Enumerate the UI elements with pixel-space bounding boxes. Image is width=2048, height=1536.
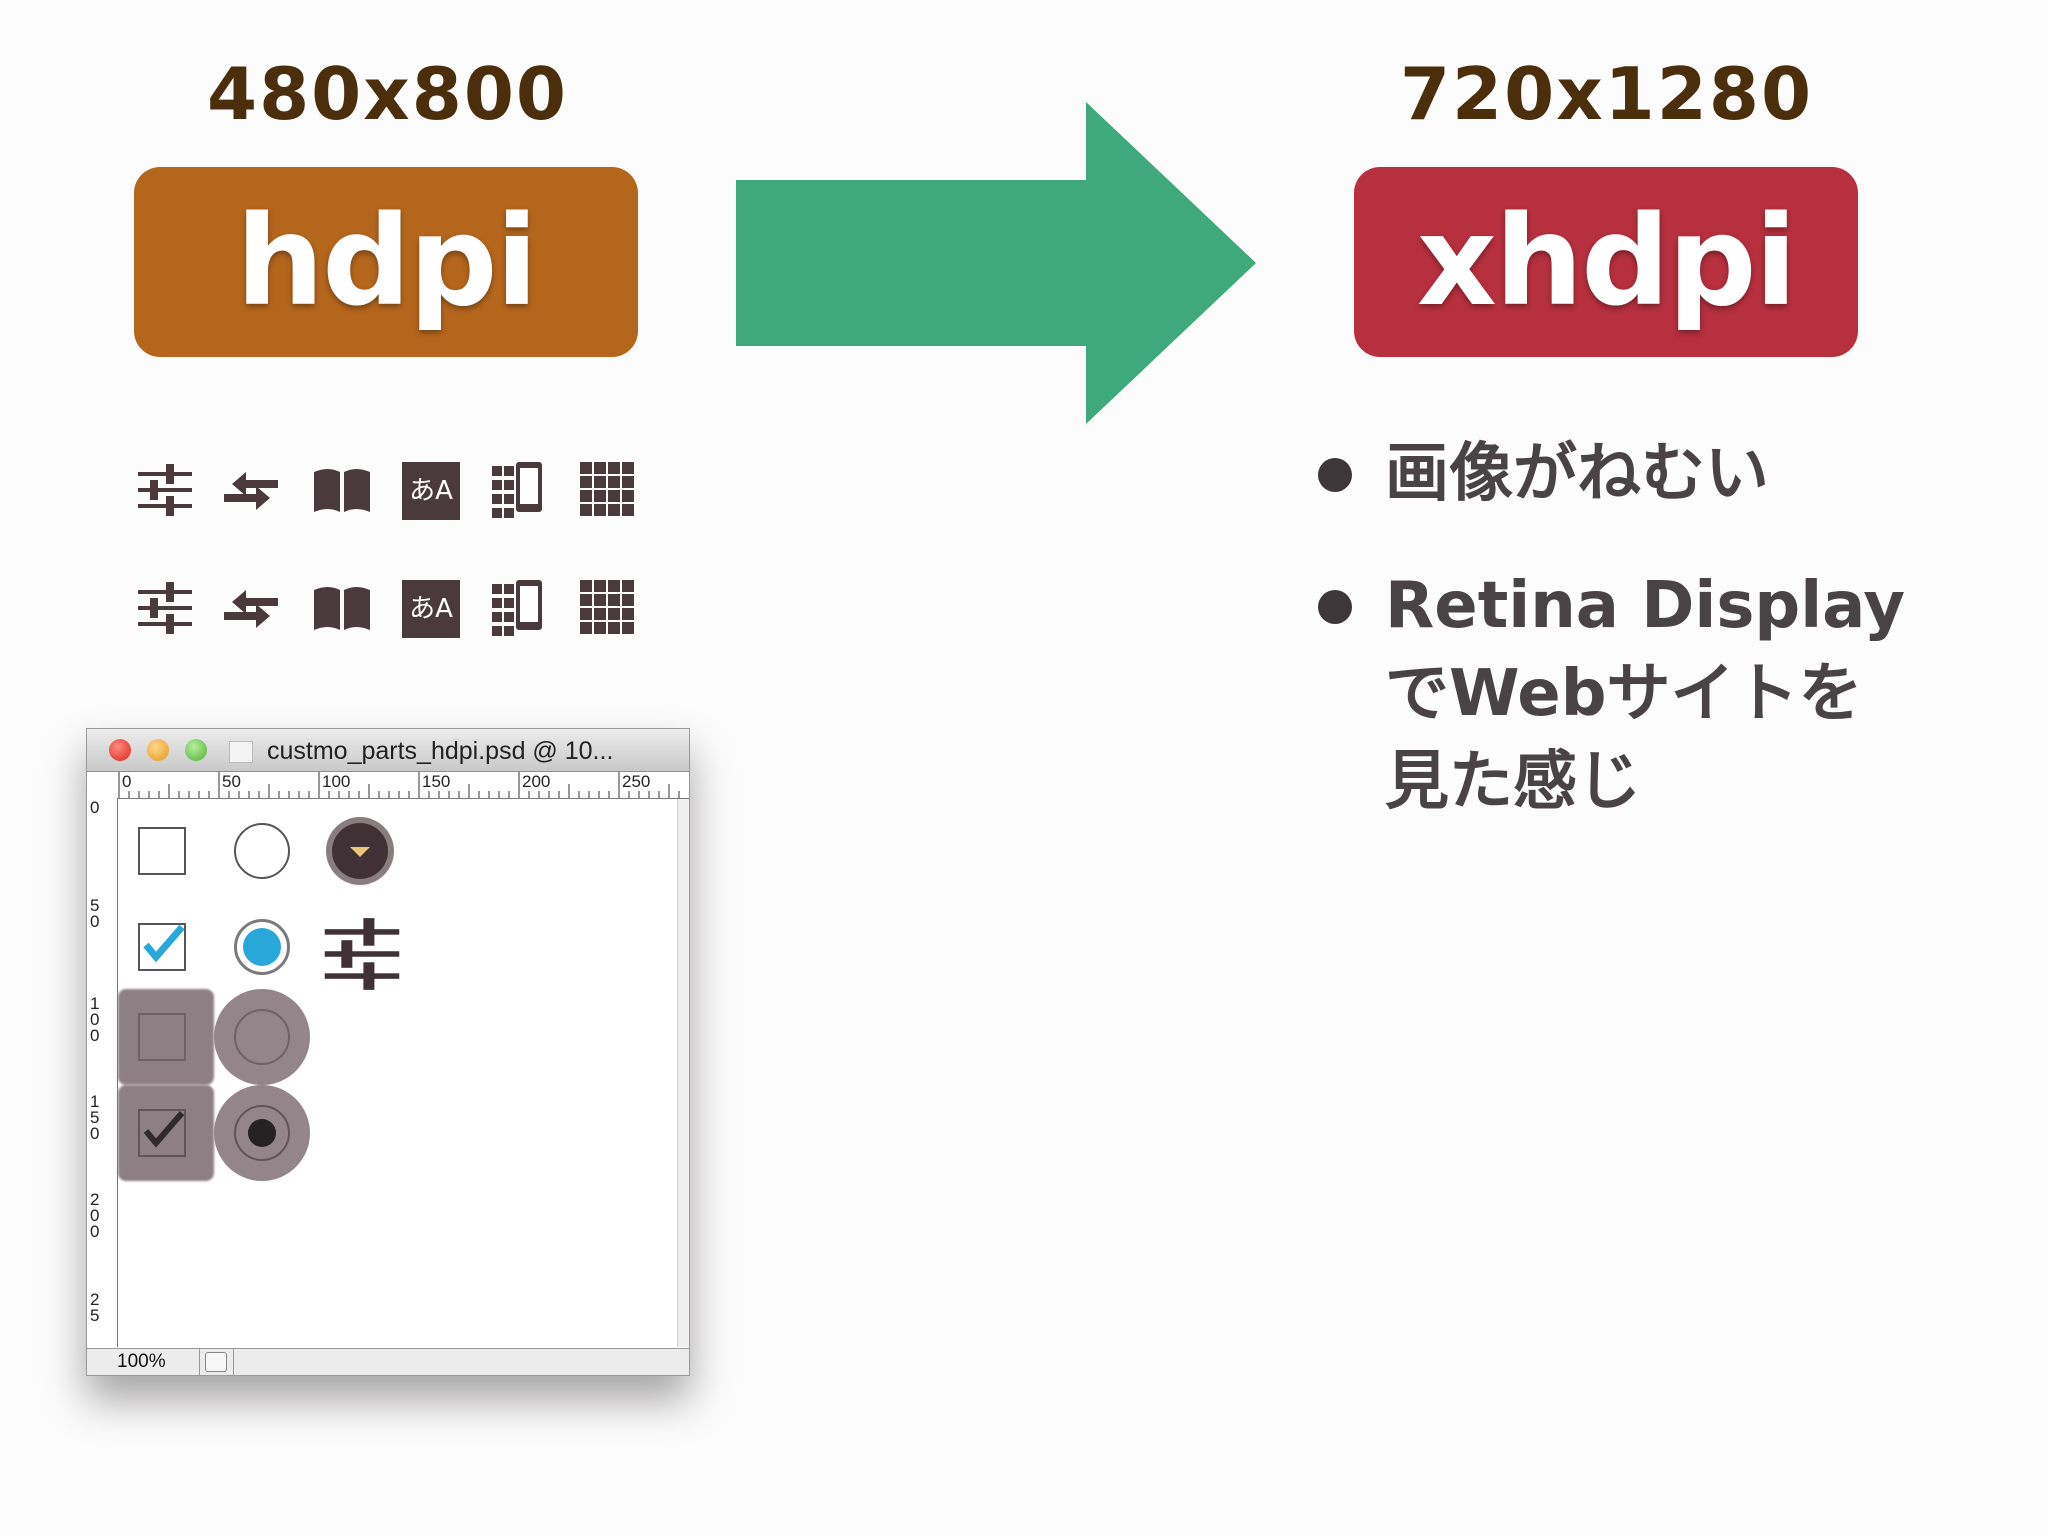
- horizontal-ruler[interactable]: 0 50 100 150 200 250: [117, 772, 689, 799]
- radio-pressed: [234, 1009, 290, 1065]
- ruler-label: 250: [622, 772, 651, 791]
- grid-icon: [580, 580, 634, 634]
- xhdpi-badge: xhdpi: [1354, 167, 1858, 357]
- bullet-text: 画像がねむい: [1385, 437, 1769, 511]
- ruler-label: 100: [322, 772, 351, 791]
- sliders-icon: [324, 918, 400, 990]
- right-resolution: 720x1280: [1399, 52, 1814, 136]
- book-icon: [314, 587, 370, 630]
- checkbox-checked: [138, 923, 186, 971]
- checkbox-unchecked: [138, 827, 186, 875]
- swap-arrows-icon: [224, 590, 278, 628]
- close-button[interactable]: [109, 739, 131, 761]
- bullet-text: Retina Display でWebサイトを 見た感じ: [1385, 569, 1906, 819]
- minimize-button[interactable]: [147, 739, 169, 761]
- radio-unchecked: [234, 823, 290, 879]
- vertical-ruler[interactable]: 0 50 100 150 200 25: [87, 798, 118, 1347]
- ruler-label: 50: [222, 772, 241, 791]
- ruler-label: 150: [90, 1092, 100, 1143]
- scrollbar[interactable]: [677, 799, 689, 1347]
- sliders-icon: [138, 464, 192, 516]
- ruler-ticks: [118, 772, 680, 798]
- devices-icon: [492, 462, 542, 518]
- ruler-label: 0: [122, 772, 132, 791]
- left-resolution: 480x800: [206, 52, 569, 136]
- ruler-label: 0: [90, 798, 100, 817]
- sliders-icon: [138, 582, 192, 634]
- ruler-label: 200: [522, 772, 551, 791]
- translate-icon: あA: [402, 580, 460, 638]
- right-arrow-icon: [736, 102, 1256, 424]
- divider: [233, 1349, 234, 1375]
- bullet-item: Retina Display でWebサイトを 見た感じ: [1310, 562, 2030, 826]
- status-info-icon[interactable]: [205, 1352, 227, 1372]
- hdpi-badge: hdpi: [134, 167, 638, 357]
- document-icon: [229, 741, 253, 763]
- bullet-dot: [1318, 458, 1352, 492]
- zoom-level: 100%: [117, 1351, 166, 1372]
- swap-arrows-icon: [224, 472, 278, 510]
- dropdown-knob-icon: [326, 817, 394, 885]
- xhdpi-label: xhdpi: [1416, 190, 1797, 334]
- radio-pressed-checked: [234, 1105, 290, 1161]
- ruler-label: 100: [90, 994, 100, 1045]
- radio-checked: [234, 919, 290, 975]
- bullet-list: 画像がねむい Retina Display でWebサイトを 見た感じ: [1310, 430, 2030, 870]
- checkbox-pressed-checked: [138, 1109, 186, 1157]
- bullet-dot: [1318, 590, 1352, 624]
- ruler-label: 200: [90, 1190, 100, 1241]
- grid-icon: [580, 462, 634, 516]
- canvas[interactable]: [118, 799, 678, 1347]
- zoom-button[interactable]: [185, 739, 207, 761]
- bullet-item: 画像がねむい: [1310, 430, 2030, 518]
- ruler-label: 50: [90, 896, 100, 931]
- ruler-label: 150: [422, 772, 451, 791]
- divider: [199, 1349, 200, 1375]
- translate-icon: あA: [402, 462, 460, 520]
- status-bar: 100%: [87, 1348, 689, 1375]
- hdpi-label: hdpi: [235, 190, 538, 334]
- book-icon: [314, 469, 370, 512]
- window-titlebar[interactable]: custmo_parts_hdpi.psd @ 10...: [87, 729, 689, 772]
- ruler-label: 25: [90, 1290, 100, 1325]
- checkbox-pressed: [138, 1013, 186, 1061]
- psd-window: custmo_parts_hdpi.psd @ 10... 0 50 100 1…: [86, 728, 690, 1376]
- window-title: custmo_parts_hdpi.psd @ 10...: [267, 737, 614, 765]
- devices-icon: [492, 580, 542, 636]
